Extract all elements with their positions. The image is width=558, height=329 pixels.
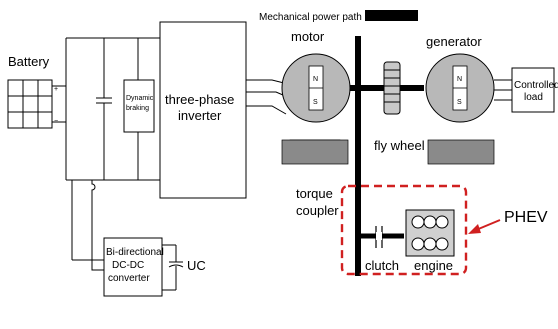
inverter-label-1: three-phase xyxy=(165,92,234,107)
legend-label: Mechanical power path xyxy=(259,12,362,23)
motor-pole-s: S xyxy=(313,99,318,106)
inverter-block xyxy=(159,21,247,199)
dcdc-converter-block xyxy=(103,237,163,297)
engine-icon xyxy=(405,209,455,257)
motor-icon xyxy=(281,53,351,165)
phev-highlight-box xyxy=(340,184,468,276)
generator-pole-s: S xyxy=(457,99,462,106)
motor-label: motor xyxy=(291,29,325,44)
battery-label: Battery xyxy=(8,54,50,69)
controlled-load-label-1: Controlled xyxy=(514,80,558,91)
ultracapacitor-icon xyxy=(162,244,184,291)
dcdc-label-3: converter xyxy=(108,273,150,284)
phev-arrow xyxy=(468,219,501,234)
torque-coupler-label-2: coupler xyxy=(296,203,339,218)
dynamic-braking-block xyxy=(123,79,155,133)
dc-bus-wiring xyxy=(52,37,160,271)
legend-swatch xyxy=(365,10,418,21)
dcdc-label-1: Bi-directional xyxy=(106,247,164,258)
dcdc-label-2: DC-DC xyxy=(112,260,144,271)
clutch-gap xyxy=(376,232,382,240)
engine-label: engine xyxy=(414,258,453,273)
fly-wheel-label: fly wheel xyxy=(374,138,425,153)
torque-coupler-label-1: torque xyxy=(296,186,333,201)
generator-label: generator xyxy=(426,34,482,49)
uc-label: UC xyxy=(187,258,206,273)
load-lines xyxy=(494,79,512,101)
dynamic-braking-label-1: Dynamic xyxy=(126,95,154,102)
dynamic-braking-label-2: braking xyxy=(126,105,149,112)
controlled-load-block xyxy=(511,67,555,113)
generator-icon xyxy=(425,53,495,165)
phev-label: PHEV xyxy=(504,209,548,226)
battery-icon xyxy=(7,79,53,129)
generator-pole-n: N xyxy=(457,76,462,83)
battery-plus: + xyxy=(54,86,58,93)
fly-wheel-icon xyxy=(383,61,401,115)
motor-pole-n: N xyxy=(313,76,318,83)
clutch-label: clutch xyxy=(365,258,399,273)
controlled-load-label-2: load xyxy=(524,92,543,103)
inverter-label-2: inverter xyxy=(178,108,222,123)
